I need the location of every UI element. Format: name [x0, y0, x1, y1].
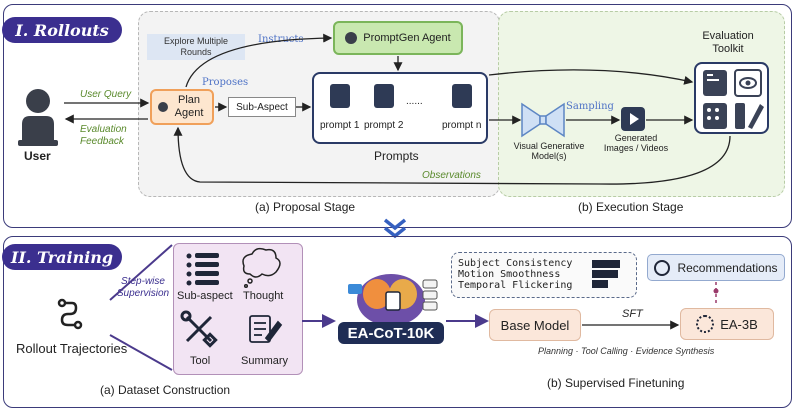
evaluation-feedback-label: Evaluation Feedback [80, 124, 127, 147]
instructs-label: Instructs [258, 34, 304, 45]
rollouts-tab: I. Rollouts [2, 17, 122, 43]
ea3b-label: EA-3B [720, 316, 758, 332]
sub-aspect-box: Sub-Aspect [228, 97, 296, 117]
training-section [3, 236, 792, 408]
execution-stage-caption: (b) Execution Stage [578, 200, 684, 214]
prompts-title: Prompts [374, 149, 419, 163]
metric-item: Temporal Flickering [458, 280, 573, 291]
dataset-items-panel [173, 243, 303, 375]
prompt-item-label: prompt n [442, 120, 482, 131]
item-tool-label: Tool [190, 355, 211, 367]
prompt-item-label: prompt 1 [320, 120, 360, 131]
sft-label: SFT [622, 308, 643, 320]
user-query-label: User Query [80, 89, 132, 100]
capabilities-label: Planning · Tool Calling · Evidence Synth… [538, 346, 715, 356]
promptgen-agent-label: PromptGen Agent [363, 32, 451, 44]
base-model-box: Base Model [489, 309, 581, 341]
document-edit-icon [374, 84, 394, 108]
prompt-item-label: ...... [406, 96, 423, 107]
training-tab: II. Training [2, 244, 122, 270]
explore-rounds-box: Explore Multiple Rounds [147, 34, 245, 60]
dataset-construction-caption: (a) Dataset Construction [100, 383, 231, 397]
recommendations-box: Recommendations [647, 254, 785, 281]
play-icon [621, 107, 645, 131]
metric-item: Subject Consistency [458, 258, 573, 269]
stepwise-label: Step-wise Supervision [116, 276, 170, 299]
network-icon [696, 315, 715, 333]
bulb-icon [345, 32, 358, 44]
visual-model-label: Visual Generative Model(s) [513, 141, 585, 161]
item-summary-label: Summary [241, 355, 289, 367]
proposes-label: Proposes [202, 77, 249, 88]
sampling-label: Sampling [566, 101, 614, 112]
plan-agent-label: Plan Agent [174, 94, 204, 119]
proposal-stage-caption: (a) Proposal Stage [255, 200, 356, 214]
rollout-trajectories-label: Rollout Trajectories [16, 341, 128, 356]
ea3b-box: EA-3B [680, 308, 774, 340]
globe-icon [654, 259, 671, 276]
generated-label: Generated Images / Videos [603, 133, 669, 153]
prompt-item-label: prompt 2 [364, 120, 404, 131]
document-edit-icon [452, 84, 472, 108]
document-edit-icon [330, 84, 350, 108]
item-subaspect-label: Sub-aspect [177, 290, 233, 302]
item-thought-label: Thought [243, 290, 284, 302]
observations-label: Observations [422, 170, 481, 181]
dataset-name: EA-CoT-10K [347, 324, 435, 342]
plan-agent-box: Plan Agent [150, 89, 214, 125]
prompts-box [312, 72, 488, 144]
bulb-icon [158, 102, 168, 112]
supervised-finetuning-caption: (b) Supervised Finetuning [547, 376, 685, 390]
recommendations-label: Recommendations [677, 260, 778, 275]
promptgen-agent-box: PromptGen Agent [333, 21, 463, 55]
toolkit-box [694, 62, 769, 134]
metric-item: Motion Smoothness [458, 269, 561, 280]
toolkit-label: Evaluation Toolkit [702, 30, 754, 55]
user-label: User [24, 149, 51, 163]
